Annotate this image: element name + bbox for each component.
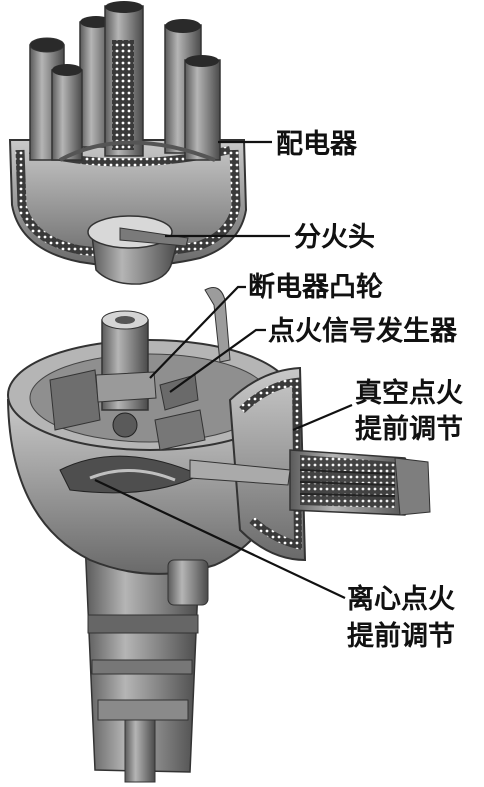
rotor bbox=[87, 215, 189, 285]
breaker-cam bbox=[95, 310, 157, 411]
label-distributor-cap: 配电器 bbox=[276, 129, 358, 160]
label-signal-generator: 点火信号发生器 bbox=[268, 315, 458, 347]
leader-centrifugal-advance bbox=[94, 479, 346, 599]
label-vacuum-advance-line1: 真空点火 bbox=[355, 377, 463, 409]
label-rotor: 分火头 bbox=[294, 222, 375, 253]
label-centrifugal-advance-line1: 离心点火 bbox=[347, 583, 455, 615]
label-centrifugal-advance-line2: 提前调节 bbox=[347, 620, 455, 652]
signal-generator bbox=[159, 287, 231, 411]
label-breaker-cam: 断电器凸轮 bbox=[248, 272, 383, 303]
labels: 配电器 分火头 断电器凸轮 点火信号发生器 真空点火 提前调节 离心点火 提前调… bbox=[248, 129, 463, 652]
vacuum-advance-unit bbox=[189, 366, 431, 562]
label-vacuum-advance-line2: 提前调节 bbox=[355, 413, 463, 445]
leader-signal-generator bbox=[169, 328, 266, 393]
leader-vacuum-advance bbox=[292, 403, 353, 432]
leader-breaker-cam bbox=[149, 285, 246, 379]
leader-lines bbox=[94, 140, 353, 599]
distributor-cap bbox=[8, 1, 248, 268]
